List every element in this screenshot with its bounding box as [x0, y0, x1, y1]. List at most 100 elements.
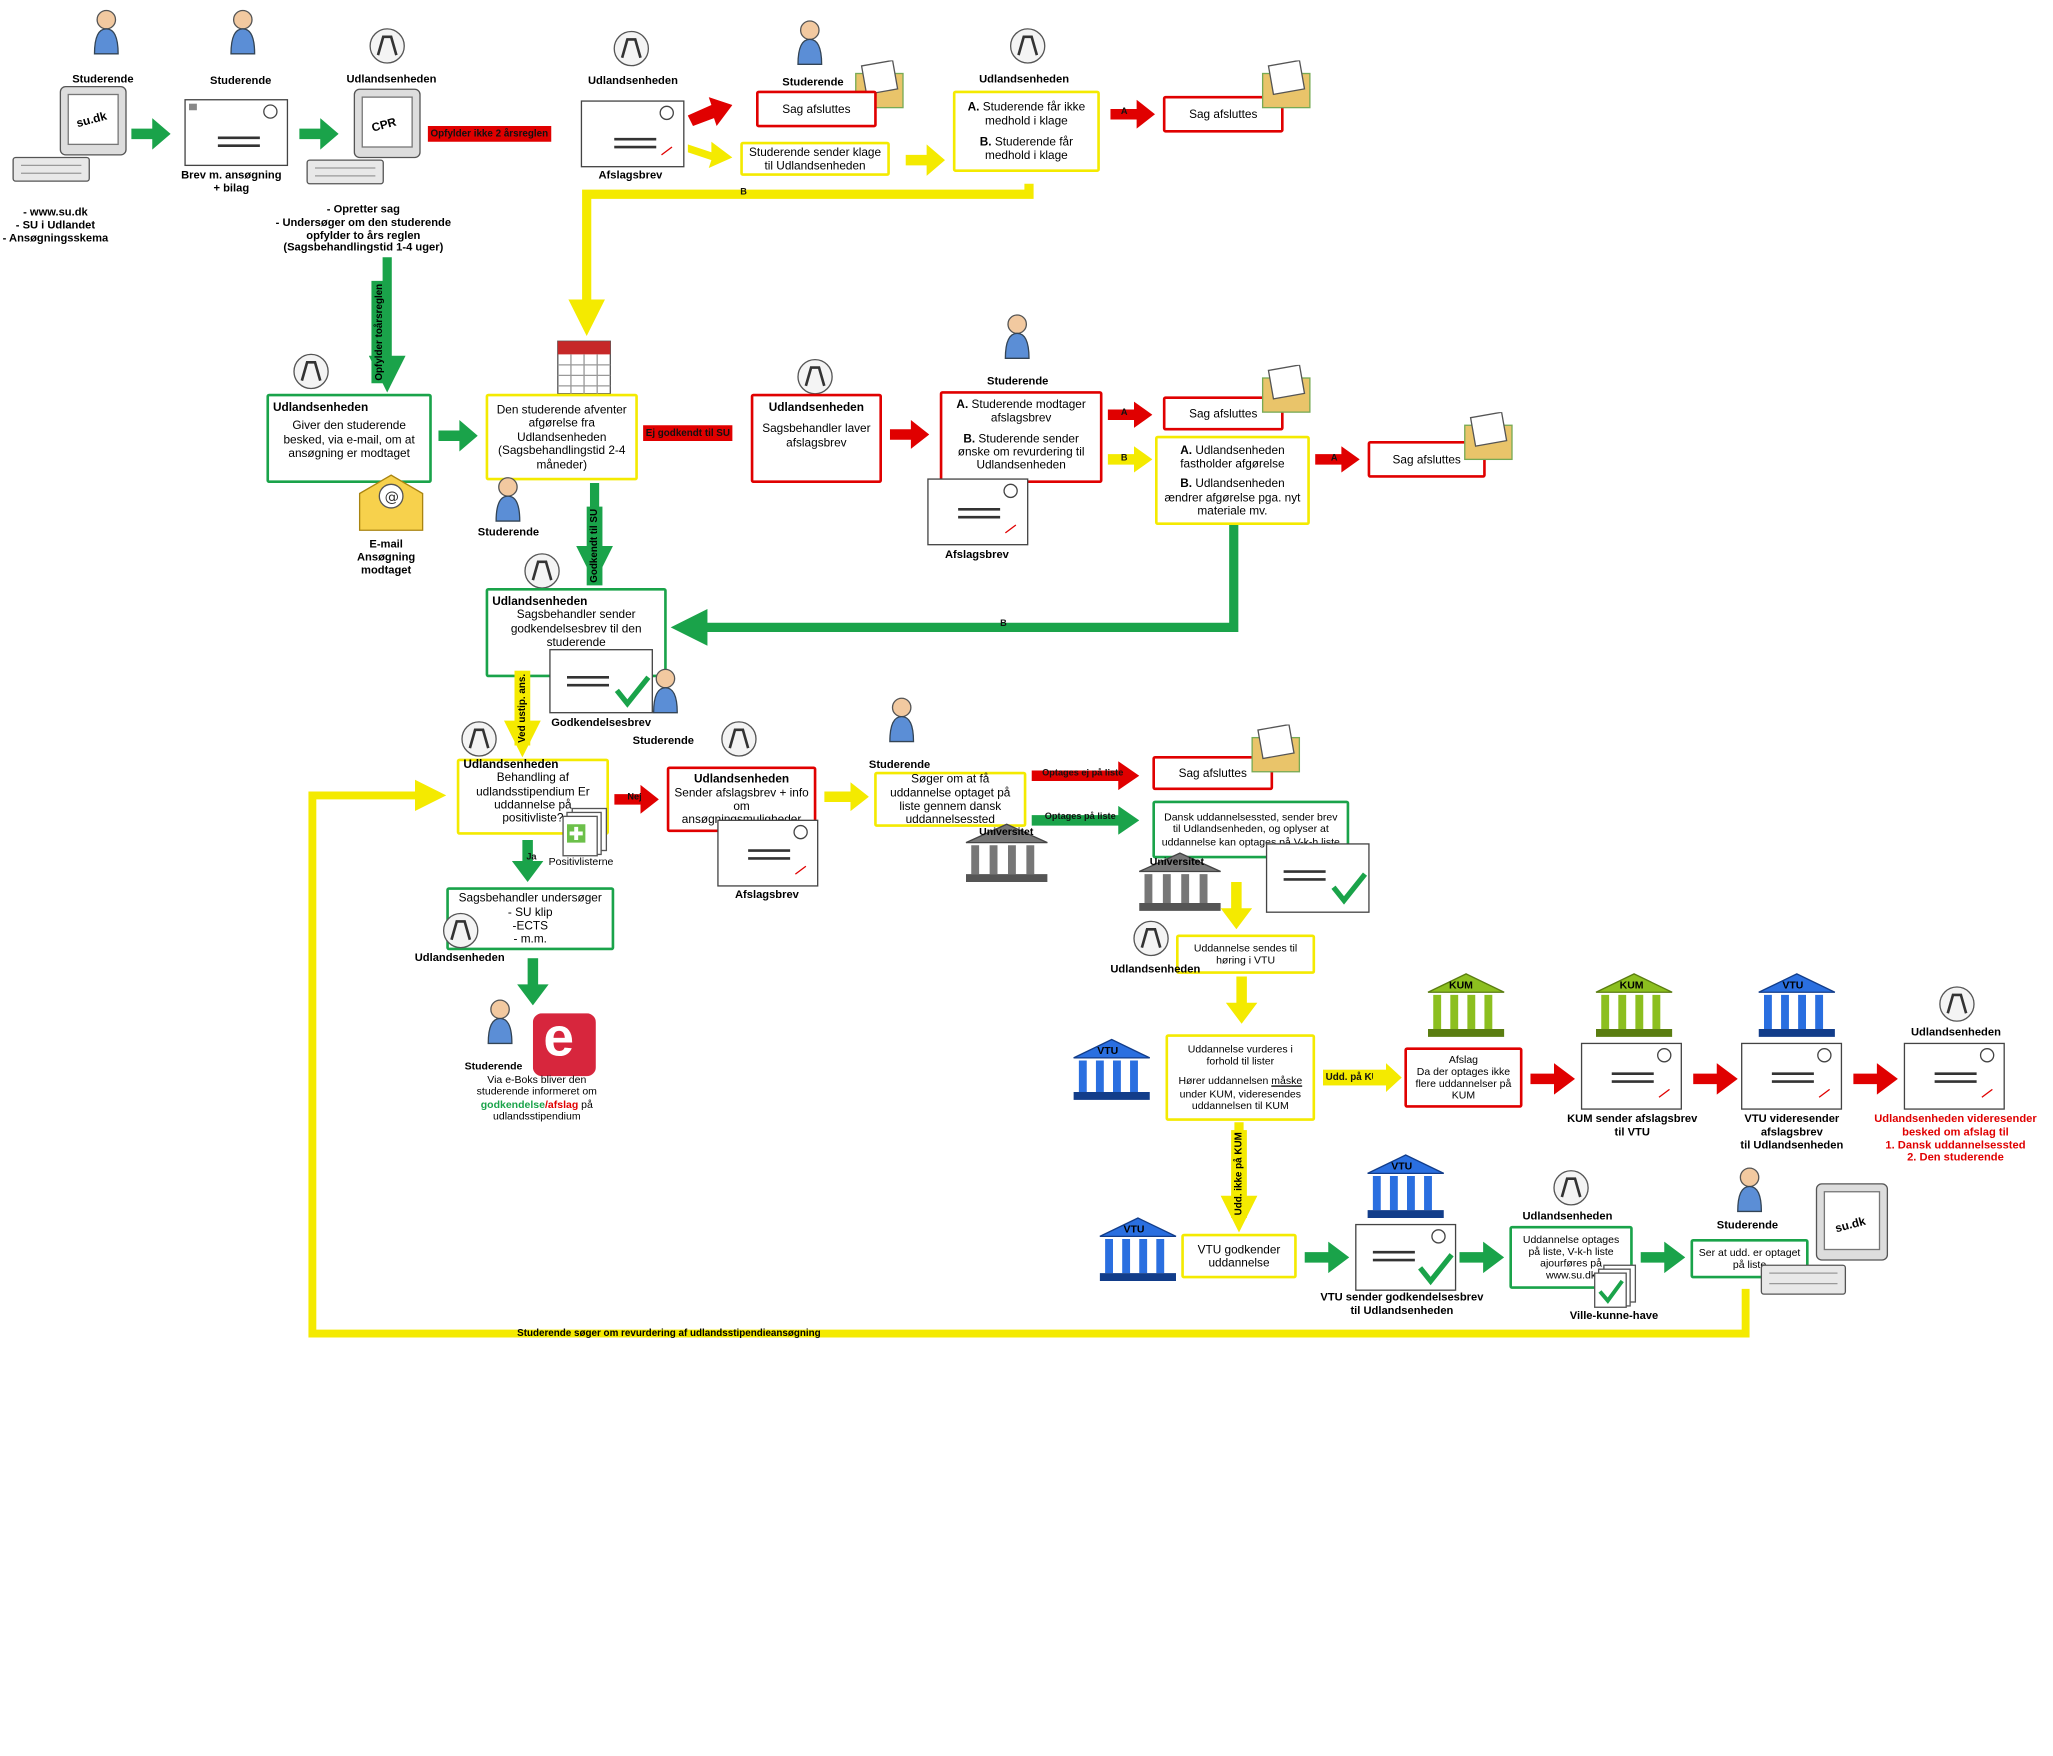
udlandsenheden-label: Udlandsenheden [979, 72, 1070, 86]
eboks-icon [532, 1013, 596, 1083]
folder-icon [1260, 364, 1315, 421]
letter-icon [184, 98, 289, 173]
ja-label: Ja [526, 853, 537, 863]
arrow-icon [131, 118, 171, 156]
soger-box: Søger om at få uddannelse optaget på lis… [874, 771, 1027, 827]
arrow-icon [299, 118, 339, 156]
letter-check-icon [1265, 843, 1373, 920]
positivliste-icon [562, 806, 609, 865]
letter-icon [717, 819, 819, 894]
green-arrow-down-icon [511, 840, 544, 889]
universitet-label: Universitet [1149, 855, 1205, 868]
vtu-icon [1365, 1152, 1446, 1227]
hoering-box: Uddannelse sendes til høring i VTU [1176, 934, 1316, 974]
vtu-label: VTU [1391, 1160, 1413, 1173]
yellow-arrow-icon [824, 782, 869, 817]
nej-label: Nej [627, 792, 642, 802]
green-arrow-icon [1640, 1241, 1686, 1280]
a-mark: A [1330, 454, 1338, 464]
red-arrow-icon [1693, 1063, 1738, 1101]
person-icon [1003, 312, 1032, 366]
behandling-box: Udlandsenheden Behandling af udlandsstip… [456, 757, 609, 835]
b-mark: B [1000, 619, 1007, 629]
fastholder-box: A. Udlandsenheden fastholder afgørelse B… [1155, 435, 1310, 525]
yellow-arrow-down-icon [1220, 882, 1253, 936]
udland-email-box: Udlandsenheden Giver den studerende besk… [266, 393, 432, 483]
person-icon [494, 475, 523, 529]
letter-icon [927, 478, 1029, 553]
udlandsenheden-label: Udlandsenheden [1522, 1208, 1613, 1222]
green-arrow-icon [1304, 1241, 1350, 1280]
kum-icon [1593, 971, 1674, 1046]
udlandsenheden-icon [1937, 984, 1976, 1030]
kum-label: KUM [1619, 979, 1644, 991]
udland-caption: Udlandsenheden [1110, 962, 1201, 976]
eboks-letter: e [543, 1005, 575, 1068]
yellow-arrow-icon [905, 144, 945, 182]
vtu-icon [1756, 971, 1837, 1046]
person-icon [92, 8, 121, 62]
red-arrow-icon [614, 784, 659, 820]
udlandsenheden-label: Udlandsenheden [588, 73, 678, 87]
a-mark: A [1120, 107, 1128, 117]
kum-icon [1425, 971, 1506, 1046]
afslag-caption: Afslagsbrev [735, 887, 799, 901]
medhold-box: A. Studerende får ikke medhold i klage B… [952, 90, 1100, 172]
studerende-label: Studerende [868, 757, 931, 771]
vtu-godkender-box: VTU godkender uddannelse [1181, 1233, 1297, 1279]
afventer-box: Den studerende afventer afgørelse fra Ud… [485, 393, 638, 481]
eboks-text: Studerende Via e-Boks bliver den studere… [464, 1060, 597, 1123]
optages-ej-label: Optages ej på liste [1042, 769, 1124, 779]
red-arrow-icon [1530, 1063, 1575, 1101]
email-caption: E-mail Ansøgning modtaget [357, 536, 416, 576]
folder-icon [1462, 411, 1517, 468]
folder-icon [1250, 723, 1305, 781]
computer-icon [1759, 1181, 1890, 1308]
letter-check-icon [1355, 1223, 1457, 1298]
udland-red-caption: Udlandsenheden videresender besked om af… [1874, 1111, 2037, 1164]
a-mark: A [1120, 408, 1128, 418]
person-icon [887, 696, 916, 750]
yellow-arrow-icon [1372, 1063, 1402, 1098]
red-arrow-icon [1110, 99, 1155, 135]
svg-text:@: @ [385, 489, 399, 505]
email-icon: @ [357, 473, 425, 540]
udlandsenheden-icon [291, 352, 330, 398]
letter-icon [1740, 1042, 1843, 1117]
studerende-label: Studerende [632, 733, 695, 747]
revurdering-label: Studerende søger om revurdering af udlan… [517, 1326, 821, 1339]
b-return-line-2 [670, 525, 1239, 646]
villekunne-caption: Ville-kunne-have [1569, 1308, 1659, 1322]
yellow-arrow-down-icon [1225, 976, 1258, 1031]
b-return-line [568, 183, 1034, 336]
modtager-box: A. Studerende modtager afslagsbrev B. St… [939, 391, 1103, 483]
udlandsenheden-icon [719, 719, 758, 765]
vtu-icon [1071, 1037, 1152, 1109]
udd-ikke-kum-label: Udd. ikke på KUM [1231, 1129, 1247, 1218]
red-arrow-icon [687, 97, 733, 135]
studerende-label: Studerende [477, 525, 540, 539]
udlandsenheden-label: Udlandsenheden [346, 72, 437, 86]
university-icon [1137, 851, 1224, 921]
green-arrow-icon [1031, 805, 1140, 841]
person-icon [1735, 1166, 1764, 1220]
udland-caption: Udlandsenheden [414, 950, 505, 964]
computer-icon [305, 87, 426, 193]
optages-label: Optages på liste [1044, 812, 1116, 822]
universitet-label: Universitet [979, 825, 1034, 838]
folder-icon [1260, 59, 1315, 116]
red-arrow-icon [1315, 446, 1360, 479]
arrow-godkendt: Godkendt til SU [586, 506, 603, 586]
computer-icon [11, 84, 132, 190]
letter-icon [1580, 1042, 1682, 1117]
studerende-label: Studerende [210, 73, 272, 87]
vtu-icon [1097, 1215, 1178, 1290]
person-icon [228, 8, 257, 62]
person-icon [651, 667, 680, 721]
b-mark: B [1120, 454, 1128, 464]
green-arrow-down-icon [517, 958, 549, 1012]
udlandsenheden-icon [1008, 26, 1047, 72]
udlandsenheden-icon [1131, 919, 1170, 965]
udlandsenheden-icon [459, 719, 498, 765]
letter-icon [580, 100, 685, 175]
